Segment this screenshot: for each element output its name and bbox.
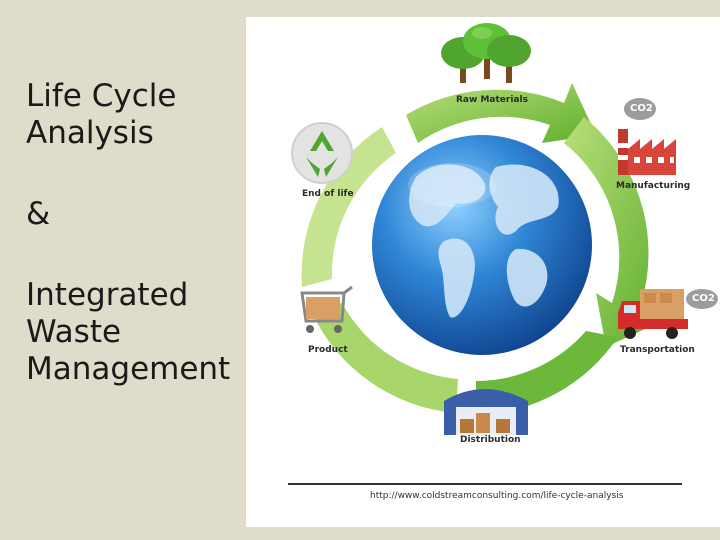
stage-label-raw-materials: Raw Materials <box>456 95 528 105</box>
title-line-1: Life Cycle <box>26 78 177 114</box>
truck-icon <box>618 289 718 339</box>
subtitle-line-2: Waste <box>26 314 122 350</box>
co2-cloud-label-transport: CO2 <box>692 293 715 304</box>
co2-cloud-label-manufacturing: CO2 <box>630 103 653 114</box>
stage-label-distribution: Distribution <box>460 435 521 445</box>
life-cycle-diagram-panel: Raw Materials Manufacturing Transportati… <box>246 17 720 527</box>
ampersand: & <box>26 196 51 232</box>
slide-title-block: Life Cycle Analysis & Integrated Waste M… <box>26 78 251 388</box>
subtitle-line-1: Integrated <box>26 277 189 313</box>
source-divider <box>288 483 682 485</box>
stage-label-transportation: Transportation <box>620 345 695 355</box>
subtitle-line-3: Management <box>26 351 231 387</box>
globe <box>372 135 592 355</box>
warehouse-icon <box>444 389 528 435</box>
recycle-icon <box>291 122 353 184</box>
source-url: http://www.coldstreamconsulting.com/life… <box>370 491 624 501</box>
stage-label-product: Product <box>308 345 348 355</box>
trees-icon <box>441 23 531 83</box>
stage-label-manufacturing: Manufacturing <box>616 181 691 191</box>
factory-icon <box>618 98 676 175</box>
title-line-2: Analysis <box>26 115 154 151</box>
stage-label-end-of-life: End of life <box>302 189 354 199</box>
shopping-cart-icon <box>300 285 353 333</box>
life-cycle-diagram <box>291 23 718 435</box>
